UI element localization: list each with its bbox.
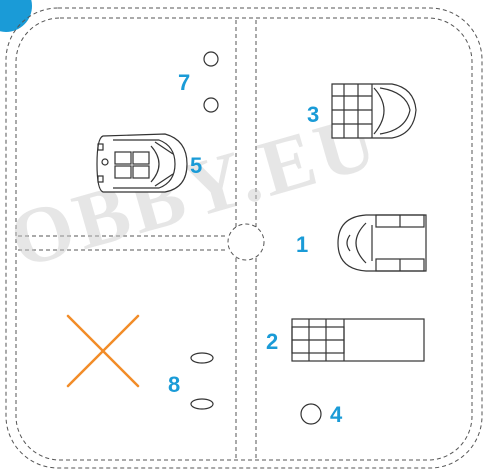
cross-mark (66, 314, 140, 388)
center-circle (227, 223, 265, 261)
car-obstacle-1 (337, 214, 427, 272)
box-obstacle-2 (291, 318, 425, 362)
marker-circle-lower (203, 97, 219, 113)
car-obstacle-3 (331, 83, 417, 139)
label-2: 2 (266, 329, 278, 354)
label-7: 7 (178, 70, 190, 95)
watermark: OBBY.EU (1, 96, 389, 285)
label-4: 4 (330, 402, 343, 427)
marker-circle-upper (203, 51, 219, 67)
label-8: 8 (168, 372, 180, 397)
car-obstacle-5 (96, 133, 188, 193)
marker-ellipse-lower (190, 398, 214, 410)
inner-boundary (15, 17, 473, 461)
label-5: 5 (190, 153, 202, 178)
marker-ellipse-upper (190, 352, 214, 364)
label-1: 1 (296, 232, 308, 257)
marker-circle-4 (300, 403, 322, 425)
outer-boundary (5, 7, 483, 469)
label-3: 3 (307, 102, 319, 127)
corner-badge (0, 0, 32, 32)
